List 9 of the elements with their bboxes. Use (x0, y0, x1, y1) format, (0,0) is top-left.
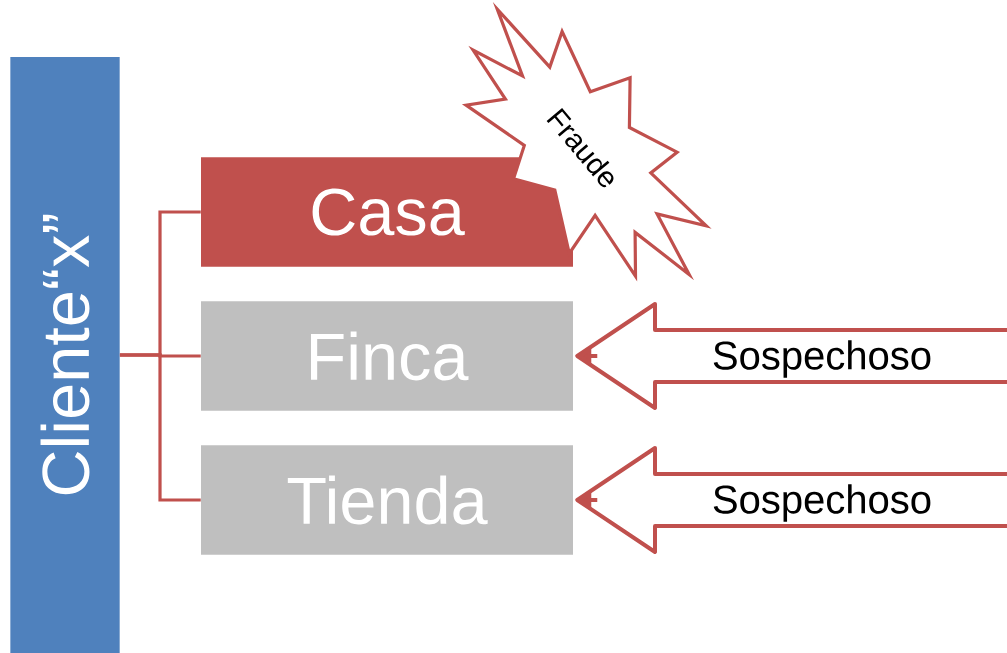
category-box: Finca (201, 301, 573, 411)
vertical-bar: Cliente“x” (10, 57, 120, 653)
block-arrow (575, 446, 1007, 554)
connector-line (119, 353, 201, 502)
arrow-label: Sospechoso (713, 484, 931, 522)
block-arrow (575, 302, 1007, 410)
arrow-label: Sospechoso (713, 340, 931, 378)
category-box: Tienda (201, 445, 573, 555)
category-box: Casa (201, 157, 573, 267)
